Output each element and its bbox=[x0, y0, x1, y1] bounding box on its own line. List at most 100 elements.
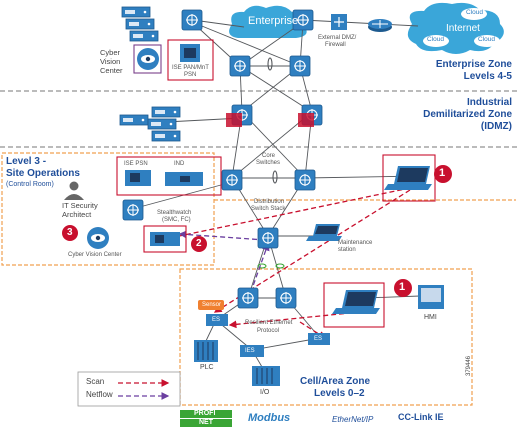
ies-label: IES bbox=[245, 348, 255, 354]
site-ops-title-2: Site Operations bbox=[6, 168, 80, 179]
plc-icon[interactable] bbox=[194, 340, 218, 362]
cloud-label-1: Cloud bbox=[466, 9, 483, 16]
external-dmz-label-1: External DMZ/ bbox=[318, 35, 357, 41]
cell-laptop-scan-box bbox=[323, 282, 385, 328]
io-module-icon[interactable] bbox=[252, 366, 280, 386]
marker-3 bbox=[62, 225, 78, 241]
enterprise-server-stack[interactable] bbox=[121, 6, 159, 42]
distribution-label-1: Distribution bbox=[254, 199, 285, 205]
it-security-label-1: IT Security bbox=[62, 201, 98, 210]
cloud-bubble-1 bbox=[461, 8, 487, 20]
level3-access-switch[interactable] bbox=[122, 199, 144, 221]
hmi-icon[interactable] bbox=[418, 285, 444, 309]
cloud-label-2: Cloud bbox=[427, 36, 444, 43]
modbus-logo: Modbus bbox=[248, 412, 291, 424]
cell-area-zone-border bbox=[179, 268, 473, 406]
ind-server-icon[interactable] bbox=[165, 172, 203, 186]
legend-scan-label: Scan bbox=[86, 377, 105, 386]
cyber-vision-top-label-1: Cyber bbox=[100, 48, 121, 57]
ise-pan-label-2: PSN bbox=[184, 72, 197, 78]
ise-psn-label: ISE PSN bbox=[124, 161, 148, 167]
core-switch-left[interactable] bbox=[221, 169, 243, 191]
maintenance-label-2: station bbox=[338, 247, 356, 253]
marker-1-bottom-label: 1 bbox=[399, 281, 406, 293]
sensor-badge bbox=[198, 300, 224, 310]
ise-psn-server-icon[interactable] bbox=[125, 170, 151, 186]
ise-pan-label-1: ISE PAN/MnT bbox=[172, 65, 209, 71]
zone-separators bbox=[0, 90, 518, 148]
io-label: I/O bbox=[260, 389, 270, 396]
es-label-1: ES bbox=[212, 317, 221, 323]
it-security-label-2: Architect bbox=[62, 210, 92, 219]
plc-label: PLC bbox=[200, 364, 214, 371]
marker-3-label: 3 bbox=[67, 227, 73, 238]
cloud-label-3: Cloud bbox=[478, 36, 495, 43]
enterprise-core-switch-1[interactable] bbox=[229, 55, 251, 77]
figure-id: 379446 bbox=[466, 355, 472, 376]
profinet-logo bbox=[180, 410, 232, 427]
cell-area-title: Cell/Area Zone bbox=[300, 376, 371, 387]
site-operations-zone-border bbox=[1, 152, 215, 266]
stealthwatch-label-2: (SMC, FC) bbox=[162, 217, 191, 223]
ind-label: IND bbox=[174, 161, 185, 167]
es-switch-1[interactable] bbox=[206, 314, 228, 326]
core-switch-right[interactable] bbox=[294, 169, 316, 191]
cloud-bubble-2 bbox=[423, 35, 449, 47]
idmz-server-stack[interactable] bbox=[119, 106, 181, 142]
es-switch-2[interactable] bbox=[308, 333, 330, 345]
cyber-vision-top-box bbox=[133, 44, 162, 74]
distribution-switch[interactable] bbox=[257, 227, 279, 249]
cyber-vision-center-eye-icon[interactable] bbox=[87, 227, 109, 249]
site-ops-title-1: Level 3 - bbox=[6, 156, 47, 167]
router-icon[interactable] bbox=[368, 19, 392, 32]
idmz-title-3: (IDMZ) bbox=[480, 121, 512, 132]
cyber-vision-eye-icon[interactable] bbox=[137, 48, 159, 70]
core-switches-label-1: Core bbox=[262, 153, 276, 159]
firewall-icon[interactable] bbox=[331, 14, 347, 30]
cclink-logo: CC-Link IE bbox=[398, 412, 444, 422]
stealthwatch-server-icon[interactable] bbox=[150, 232, 180, 246]
legend-netflow-label: Netflow bbox=[86, 390, 113, 399]
marker-1-top bbox=[434, 165, 452, 183]
laptop-icon[interactable] bbox=[384, 166, 432, 190]
external-dmz-label-2: Firewall bbox=[325, 42, 346, 48]
ise-pan-box bbox=[167, 39, 214, 81]
ethernetip-logo: EtherNet/IP bbox=[332, 415, 374, 424]
ise-psn-box bbox=[116, 156, 222, 196]
ring-switch-right[interactable] bbox=[275, 287, 297, 309]
marker-1-bottom bbox=[394, 279, 412, 297]
profinet-logo-text-2: NET bbox=[199, 419, 213, 426]
ies-switch[interactable] bbox=[240, 345, 264, 357]
idmz-firewall-right[interactable] bbox=[298, 113, 314, 127]
marker-2 bbox=[191, 236, 207, 252]
enterprise-zone-title: Enterprise Zone bbox=[435, 59, 512, 70]
legend-box bbox=[77, 371, 181, 407]
idmz-title-1: Industrial bbox=[466, 97, 512, 108]
es-label-2: ES bbox=[314, 336, 323, 342]
internet-cloud bbox=[407, 2, 504, 54]
resilient-label-2: Protocol bbox=[257, 328, 280, 334]
enterprise-core-switch-2[interactable] bbox=[289, 55, 311, 77]
maintenance-laptop-icon[interactable] bbox=[306, 224, 342, 241]
enterprise-switch-left[interactable] bbox=[181, 9, 203, 31]
site-ops-subtitle: (Control Room) bbox=[6, 181, 54, 188]
idmz-firewall-left[interactable] bbox=[226, 113, 242, 127]
ring-switch-left[interactable] bbox=[237, 287, 259, 309]
idmz-title-2: Demilitarized Zone bbox=[423, 109, 512, 120]
enterprise-cloud bbox=[229, 5, 307, 38]
stealthwatch-box bbox=[143, 225, 187, 253]
profinet-logo-text-1: PROFI bbox=[194, 410, 216, 417]
core-switches-label-2: Switches bbox=[256, 160, 281, 166]
enterprise-zone-subtitle: Levels 4-5 bbox=[463, 71, 512, 82]
marker-1-top-label: 1 bbox=[439, 167, 446, 179]
cloud-bubble-3 bbox=[474, 35, 500, 47]
cyber-vision-top-label-3: Center bbox=[100, 66, 123, 75]
enterprise-cloud-label: Enterprise bbox=[248, 15, 299, 27]
hmi-label: HMI bbox=[424, 314, 437, 321]
resilient-ring-links bbox=[257, 57, 285, 269]
ise-pan-server-icon[interactable] bbox=[180, 44, 200, 62]
sensor-label: Sensor bbox=[202, 302, 222, 308]
cell-laptop-icon[interactable] bbox=[332, 290, 380, 314]
cyber-vision-center-label: Cyber Vision Center bbox=[68, 252, 122, 258]
